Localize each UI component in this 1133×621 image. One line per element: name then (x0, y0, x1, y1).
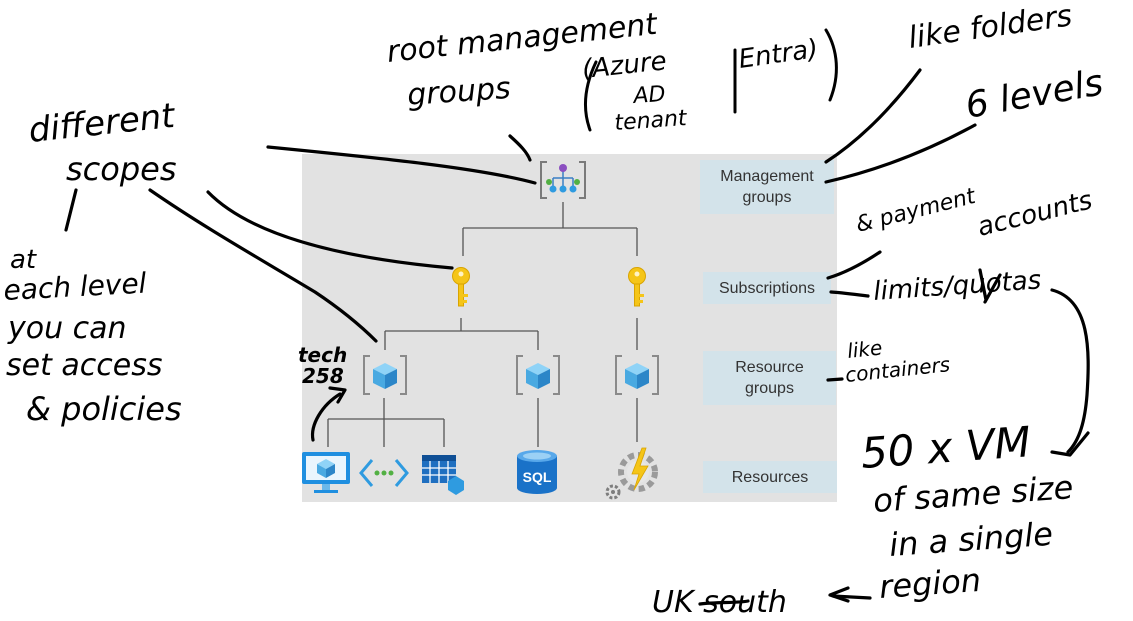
resource-group-cube-icon (363, 355, 407, 395)
management-group-icon (540, 161, 586, 199)
function-app-icon (605, 447, 658, 500)
resource-group-cube-icon (516, 355, 560, 395)
connector-lines (327, 202, 638, 447)
app-service-icon (422, 455, 464, 495)
sql-label: SQL (523, 469, 552, 485)
label-resources: Resources (703, 461, 837, 493)
resource-group-cube-icon (615, 355, 659, 395)
sql-database-icon: SQL (517, 450, 557, 494)
label-management-groups: Management groups (700, 160, 834, 214)
subscription-key-icon (628, 267, 646, 307)
subscription-key-icon (452, 267, 470, 307)
label-resource-groups: Resource groups (703, 351, 836, 405)
label-subscriptions: Subscriptions (703, 272, 831, 304)
virtual-network-icon (359, 459, 409, 487)
virtual-machine-icon (302, 452, 350, 493)
